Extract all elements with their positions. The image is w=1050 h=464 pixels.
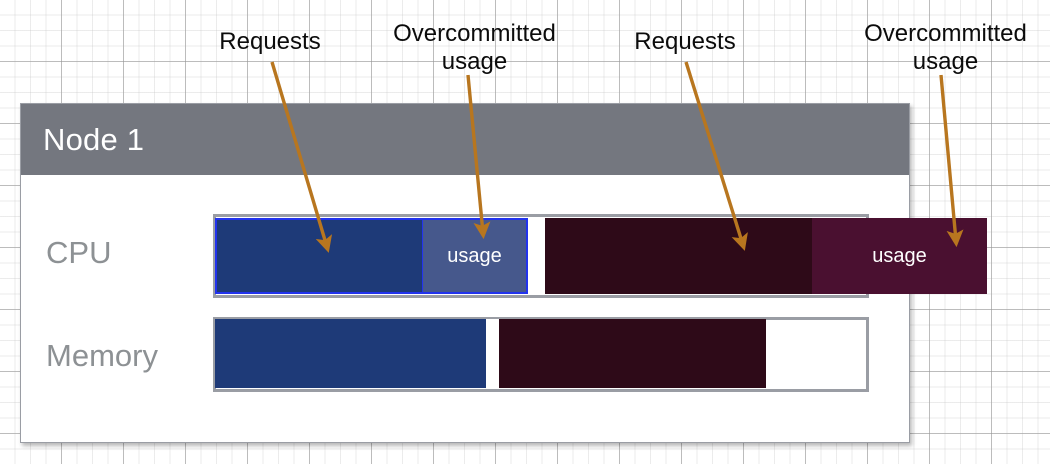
annotation-requests-cpu-blue: Requests	[219, 28, 321, 55]
cpu-overcommitted-usage-overflow-segment: usage	[812, 218, 987, 294]
cpu-row-label: CPU	[46, 235, 112, 270]
memory-requests-segment	[215, 319, 486, 388]
annotation-overcommitted-cpu-maroon: Overcommitted usage	[864, 20, 1027, 76]
cpu-requests-segment	[215, 218, 422, 294]
cpu-bar-gap	[528, 218, 545, 294]
memory-row-label: Memory	[46, 338, 158, 373]
annotation-requests-cpu-maroon: Requests	[634, 28, 736, 55]
cpu-usage-segment	[545, 218, 812, 294]
memory-usage-segment	[499, 319, 766, 388]
annotation-overcommitted-cpu-blue: Overcommitted usage	[393, 20, 556, 76]
cpu-overcommitted-usage-segment: usage	[422, 218, 528, 294]
arrow-overcommitted-cpu-maroon	[939, 74, 964, 248]
node-card-header	[21, 104, 909, 175]
node-title: Node 1	[43, 122, 145, 157]
memory-bar-gap	[486, 319, 499, 388]
